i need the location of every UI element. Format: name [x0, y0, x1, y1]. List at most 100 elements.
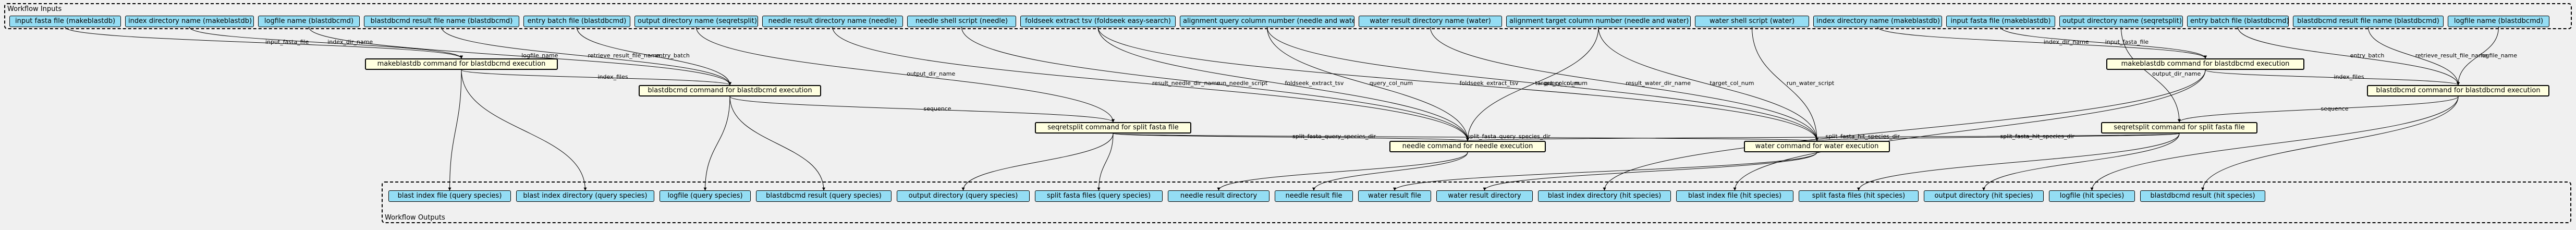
output-node-7[interactable]: needle result file	[1275, 190, 1353, 202]
output-node-12[interactable]: split fasta files (hit species)	[1799, 190, 1919, 202]
edge-30	[448, 69, 462, 191]
edge-39	[1483, 152, 1817, 191]
step-node-5[interactable]: makeblastdb command for blastdbcmd execu…	[2106, 58, 2304, 70]
input-node-6[interactable]: needle result directory name (needle)	[762, 16, 903, 27]
edge-label-27: logfile_name	[2480, 52, 2517, 59]
edge-31	[461, 69, 587, 191]
workflow-outputs-label: Workflow Outputs	[385, 214, 445, 222]
edge-21	[1815, 133, 2180, 141]
output-node-11[interactable]: blast index file (hit species)	[1676, 190, 1793, 202]
input-node-4[interactable]: entry batch file (blastdbcmd)	[523, 16, 630, 27]
edge-22	[1877, 27, 2207, 59]
edge-29	[2178, 96, 2459, 123]
step-node-1[interactable]: blastdbcmd command for blastdbcmd execut…	[639, 85, 821, 96]
edge-11	[1097, 27, 1818, 141]
edge-label-29: sequence	[2321, 105, 2349, 112]
input-node-18[interactable]: logfile name (blastdbcmd)	[2448, 16, 2549, 27]
edge-label-25: entry_batch	[2350, 52, 2385, 59]
input-node-1[interactable]: index directory name (makeblastdb)	[125, 16, 254, 27]
output-node-3[interactable]: blastdbcmd result (query species)	[756, 190, 892, 202]
output-node-9[interactable]: water result directory	[1436, 190, 1533, 202]
input-node-16[interactable]: entry batch file (blastdbcmd)	[2187, 16, 2289, 27]
edge-label-11: foldseek_extract_tsv	[1459, 80, 1519, 87]
edge-8	[832, 27, 1469, 141]
edge-42	[1857, 133, 2180, 191]
input-node-14[interactable]: input fasta file (makeblastdb)	[1946, 16, 2055, 27]
edge-label-14: result_water_dir_name	[1626, 80, 1691, 87]
edge-label-4: entry_batch	[655, 52, 690, 59]
input-node-8[interactable]: foldseek extract tsv (foldseek easy-sear…	[1020, 16, 1176, 27]
edge-36	[1217, 152, 1468, 191]
output-node-13[interactable]: output directory (hit species)	[1924, 190, 2044, 202]
edge-27	[2457, 27, 2499, 86]
step-node-0[interactable]: makeblastdb command for blastdbcmd execu…	[365, 58, 558, 70]
input-node-7[interactable]: needle shell script (needle)	[907, 16, 1016, 27]
output-node-15[interactable]: blastdbcmd result (hit species)	[2140, 190, 2265, 202]
output-node-0[interactable]: blast index file (query species)	[388, 190, 511, 202]
edge-24	[2121, 27, 2181, 123]
input-node-11[interactable]: alignment target column number (needle a…	[1506, 16, 1691, 27]
edge-9	[961, 27, 1469, 141]
input-node-13[interactable]: index directory name (makeblastdb)	[1813, 16, 1942, 27]
edge-label-18: split_fasta_query_species_dir	[1292, 133, 1376, 140]
input-node-0[interactable]: input fasta file (makeblastdb)	[9, 16, 121, 27]
input-node-10[interactable]: water result directory name (water)	[1359, 16, 1502, 27]
output-node-5[interactable]: split fasta files (query species)	[1035, 190, 1163, 202]
output-node-2[interactable]: logfile (query species)	[660, 190, 751, 202]
output-node-6[interactable]: needle result directory	[1168, 190, 1269, 202]
edge-1	[189, 27, 463, 59]
step-node-6[interactable]: seqretsplit command for split fasta file	[2101, 122, 2257, 134]
edge-18	[1113, 133, 1469, 141]
edge-label-9: run_needle_script	[1216, 80, 1268, 87]
output-node-1[interactable]: blast index directory (query species)	[516, 190, 654, 202]
edge-25	[2238, 27, 2460, 86]
edge-label-8: result_needle_dir_name	[1152, 80, 1220, 87]
edge-14	[1430, 27, 1818, 141]
input-node-3[interactable]: blastdbcmd result file name (blastdbcmd)	[364, 16, 519, 27]
edge-34	[961, 133, 1114, 191]
step-node-7[interactable]: blastdbcmd command for blastdbcmd execut…	[2367, 85, 2549, 96]
edge-19	[1113, 133, 1818, 141]
input-node-12[interactable]: water shell script (water)	[1695, 16, 1809, 27]
edge-label-20: split_fasta_hit_species_dir	[1825, 133, 1900, 140]
edge-44	[2090, 96, 2459, 191]
edge-43	[1982, 133, 2180, 191]
output-node-14[interactable]: logfile (hit species)	[2049, 190, 2135, 202]
input-node-2[interactable]: logfile name (blastdbcmd)	[258, 16, 360, 27]
workflow-outputs-cluster	[382, 181, 2571, 223]
edge-13	[1267, 27, 1818, 141]
edge-10	[1097, 27, 1469, 141]
edge-label-26: retrieve_result_file_name	[2415, 52, 2488, 59]
output-node-8[interactable]: water result file	[1358, 190, 1431, 202]
edge-33	[729, 96, 825, 191]
edge-label-7: sequence	[923, 105, 951, 112]
edge-6	[696, 27, 1115, 123]
edge-23	[2000, 27, 2207, 59]
edge-label-21: split_fasta_hit_species_dir	[2000, 133, 2075, 140]
edge-3	[441, 27, 731, 86]
input-node-17[interactable]: blastdbcmd result file name (blastdbcmd)	[2293, 16, 2444, 27]
edge-label-2: logfile_name	[521, 52, 558, 59]
edge-4	[577, 27, 731, 86]
edge-label-28: index_files	[2334, 73, 2364, 80]
edge-16	[1598, 27, 1818, 141]
output-node-4[interactable]: output directory (query species)	[897, 190, 1030, 202]
edge-label-12: query_col_num	[1369, 80, 1413, 87]
edge-45	[2201, 96, 2459, 191]
edge-32	[703, 96, 730, 191]
edge-label-3: retrieve_result_file_name	[588, 52, 661, 59]
output-node-10[interactable]: blast index directory (hit species)	[1538, 190, 1671, 202]
input-node-9[interactable]: alignment query column number (needle an…	[1180, 16, 1354, 27]
edge-label-16: target_col_num	[1710, 80, 1754, 87]
workflow-inputs-cluster	[4, 3, 2572, 29]
edge-label-17: run_water_script	[1786, 80, 1835, 87]
edge-41	[1733, 69, 2206, 191]
step-node-2[interactable]: seqretsplit command for split fasta file	[1035, 122, 1191, 134]
edge-label-22: index_dir_name	[2043, 39, 2089, 45]
edge-20	[1467, 133, 2180, 141]
input-node-15[interactable]: output directory name (seqretsplit)	[2059, 16, 2183, 27]
step-node-3[interactable]: needle command for needle execution	[1389, 141, 1546, 152]
input-node-5[interactable]: output directory name (seqretsplit)	[634, 16, 758, 27]
step-node-4[interactable]: water command for water execution	[1744, 141, 1890, 152]
